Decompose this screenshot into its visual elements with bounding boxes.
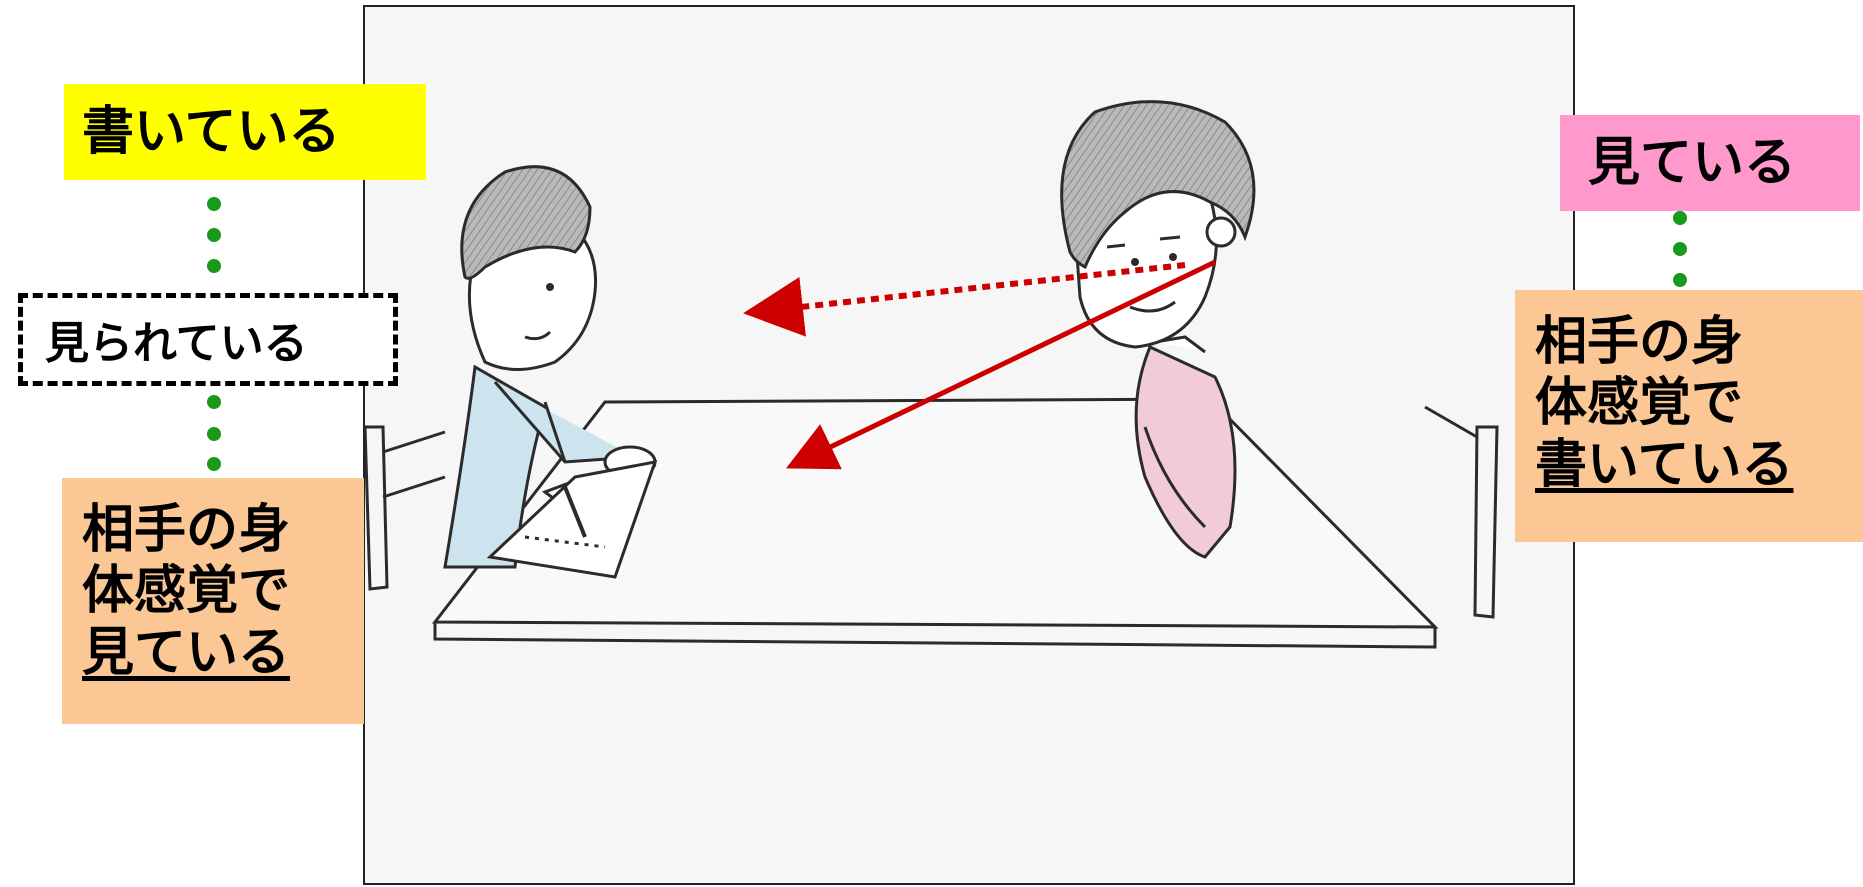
being-watched-label: 見られている [18,293,398,386]
being-watched-label-text: 見られている [45,318,308,369]
left-body-sense-line-2: 体感覚で [82,561,364,622]
connector-dot [207,259,221,273]
connector-dot [207,457,221,471]
connector-dot [1673,242,1687,256]
connector-dot [207,197,221,211]
left-body-sense-line-1: 相手の身 [82,500,364,561]
connector-dot [207,395,221,409]
watching-label-text: 見ている [1588,133,1796,193]
connector-dot [207,427,221,441]
writing-label-text: 書いている [82,102,340,162]
right-body-sense-label: 相手の身 体感覚で 書いている [1515,290,1863,542]
right-body-sense-line-3: 書いている [1535,435,1863,496]
watching-label: 見ている [1560,115,1860,211]
connector-dot [1673,273,1687,287]
left-body-sense-label: 相手の身 体感覚で 見ている [62,478,364,724]
connector-dot [207,228,221,242]
right-body-sense-line-2: 体感覚で [1535,373,1863,434]
connector-dot [1673,211,1687,225]
right-body-sense-line-1: 相手の身 [1535,312,1863,373]
writing-label: 書いている [64,84,426,180]
left-body-sense-line-3: 見ている [82,623,364,684]
